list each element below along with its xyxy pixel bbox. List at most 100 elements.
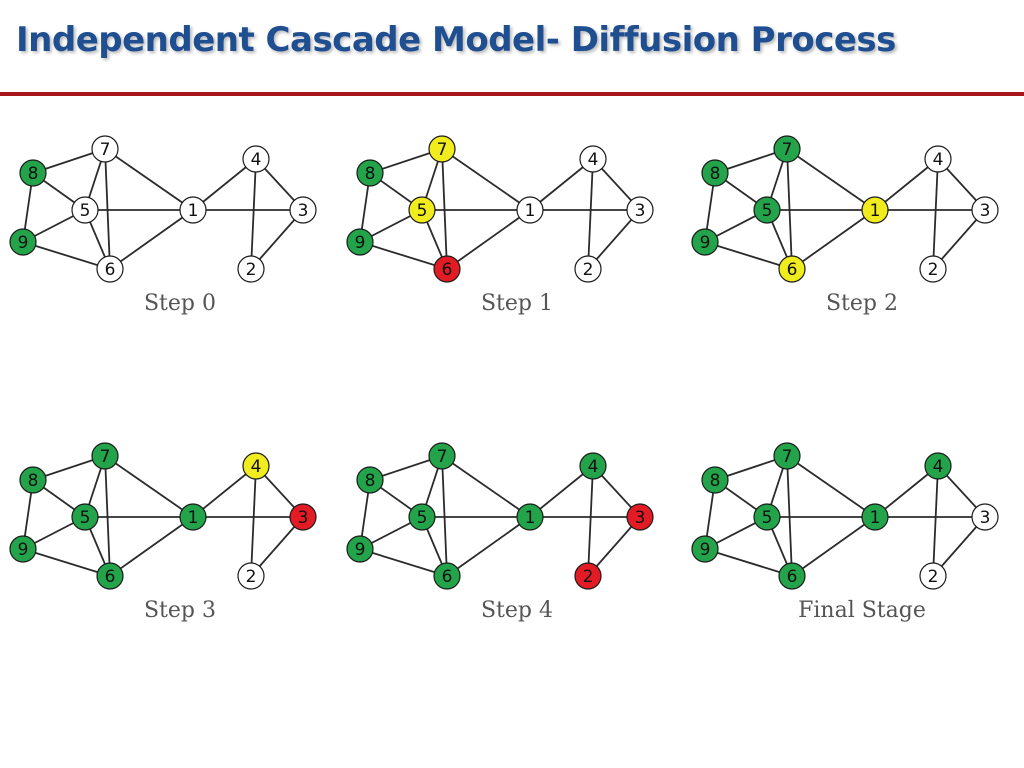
graph-node: 1 xyxy=(179,503,207,531)
graph-node: 9 xyxy=(691,535,719,563)
node-label: 2 xyxy=(583,567,594,587)
node-label: 6 xyxy=(787,567,798,587)
graph-node: 5 xyxy=(408,196,436,224)
node-label: 5 xyxy=(762,508,773,528)
node-circle xyxy=(179,503,207,531)
step-caption: Step 1 xyxy=(481,291,553,316)
node-circle xyxy=(237,255,265,283)
graph-edge xyxy=(932,158,939,270)
node-circle xyxy=(919,562,947,590)
graph-node: 3 xyxy=(626,196,654,224)
graph-node: 8 xyxy=(356,159,384,187)
node-label: 1 xyxy=(188,201,199,221)
graph-edge xyxy=(786,148,793,270)
graph-node: 3 xyxy=(971,503,999,531)
node-circle xyxy=(753,503,781,531)
graph-edge xyxy=(791,209,876,270)
node-circle xyxy=(701,159,729,187)
node-label: 7 xyxy=(782,140,793,160)
node-label: 5 xyxy=(80,201,91,221)
graph-edge xyxy=(441,455,448,577)
graph-edge xyxy=(786,455,876,518)
node-circle xyxy=(9,228,37,256)
graph-node: 2 xyxy=(574,255,602,283)
step-caption: Step 0 xyxy=(144,291,216,316)
node-label: 5 xyxy=(417,508,428,528)
step-caption: Step 2 xyxy=(826,291,898,316)
graph-edge xyxy=(22,548,111,577)
graph-edge xyxy=(704,548,793,577)
node-circle xyxy=(626,503,654,531)
graph-node: 8 xyxy=(19,466,47,494)
node-circle xyxy=(428,442,456,470)
node-label: 8 xyxy=(365,471,376,491)
graph-edge xyxy=(359,241,448,270)
node-label: 4 xyxy=(588,457,599,477)
node-circle xyxy=(289,196,317,224)
node-circle xyxy=(691,535,719,563)
node-label: 9 xyxy=(18,233,29,253)
graph-edge xyxy=(104,455,111,577)
graph-node: 7 xyxy=(428,442,456,470)
node-circle xyxy=(408,503,436,531)
node-label: 7 xyxy=(100,140,111,160)
node-circle xyxy=(71,503,99,531)
node-label: 6 xyxy=(442,260,453,280)
graph-edge xyxy=(441,148,531,211)
graph-edge xyxy=(932,465,939,577)
node-label: 1 xyxy=(188,508,199,528)
node-circle xyxy=(861,196,889,224)
graph-node: 4 xyxy=(579,145,607,173)
graph-node: 1 xyxy=(861,196,889,224)
graph-edge xyxy=(109,516,194,577)
node-label: 6 xyxy=(105,260,116,280)
node-label: 7 xyxy=(437,447,448,467)
node-circle xyxy=(579,145,607,173)
node-label: 5 xyxy=(80,508,91,528)
node-label: 2 xyxy=(928,567,939,587)
node-circle xyxy=(579,452,607,480)
graph-edge xyxy=(22,241,111,270)
graph-node: 6 xyxy=(433,562,461,590)
graph-node: 6 xyxy=(433,255,461,283)
node-circle xyxy=(919,255,947,283)
node-circle xyxy=(701,466,729,494)
graph-node: 4 xyxy=(924,145,952,173)
node-label: 3 xyxy=(980,508,991,528)
node-circle xyxy=(433,255,461,283)
node-label: 1 xyxy=(525,508,536,528)
step-caption: Step 3 xyxy=(144,598,216,623)
node-circle xyxy=(574,562,602,590)
graph-node: 8 xyxy=(356,466,384,494)
node-label: 1 xyxy=(870,508,881,528)
node-circle xyxy=(96,255,124,283)
node-circle xyxy=(346,228,374,256)
graph-edge xyxy=(104,148,111,270)
graph-edge xyxy=(250,158,257,270)
graph-node: 4 xyxy=(579,452,607,480)
node-label: 3 xyxy=(635,508,646,528)
graph-node: 9 xyxy=(691,228,719,256)
node-circle xyxy=(19,466,47,494)
node-label: 3 xyxy=(298,508,309,528)
graph-edge xyxy=(587,158,594,270)
node-circle xyxy=(71,196,99,224)
graph-node: 4 xyxy=(924,452,952,480)
graph-node: 3 xyxy=(626,503,654,531)
graph-edge xyxy=(109,209,194,270)
graph-node: 8 xyxy=(701,466,729,494)
node-circle xyxy=(428,135,456,163)
node-circle xyxy=(356,466,384,494)
step-caption: Step 4 xyxy=(481,598,553,623)
node-label: 8 xyxy=(710,471,721,491)
node-label: 4 xyxy=(933,150,944,170)
graph-node: 1 xyxy=(861,503,889,531)
node-label: 8 xyxy=(28,164,39,184)
graph-node: 5 xyxy=(408,503,436,531)
